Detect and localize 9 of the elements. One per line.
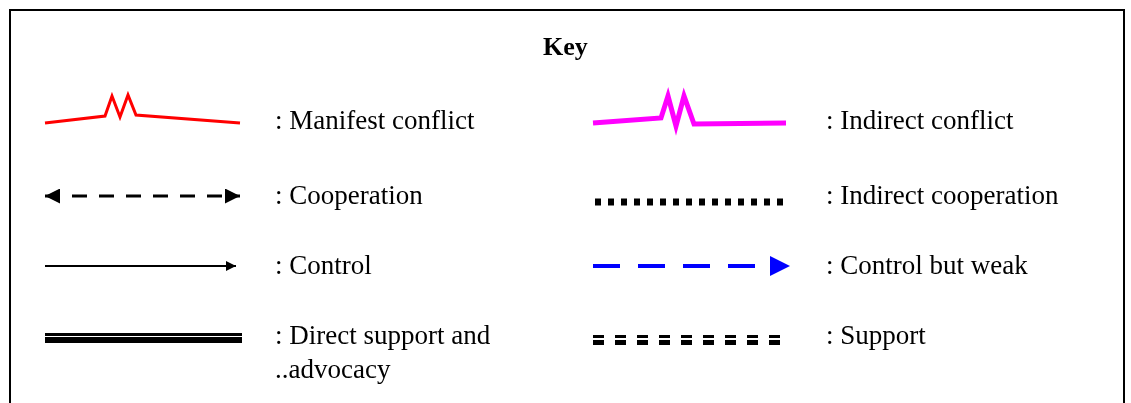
legend-title: Key [542, 32, 589, 62]
legend-label: : Manifest conflict [275, 104, 476, 137]
legend-label: : Control but weak [826, 249, 1029, 282]
legend-label: : Direct support and ..advocacy [275, 319, 492, 386]
legend-label: : Indirect conflict [826, 104, 1015, 137]
legend-label: : Support [826, 319, 927, 352]
legend-label: : Cooperation [275, 179, 424, 212]
legend-label: : Indirect cooperation [826, 179, 1060, 212]
legend-label: : Control [275, 249, 373, 282]
